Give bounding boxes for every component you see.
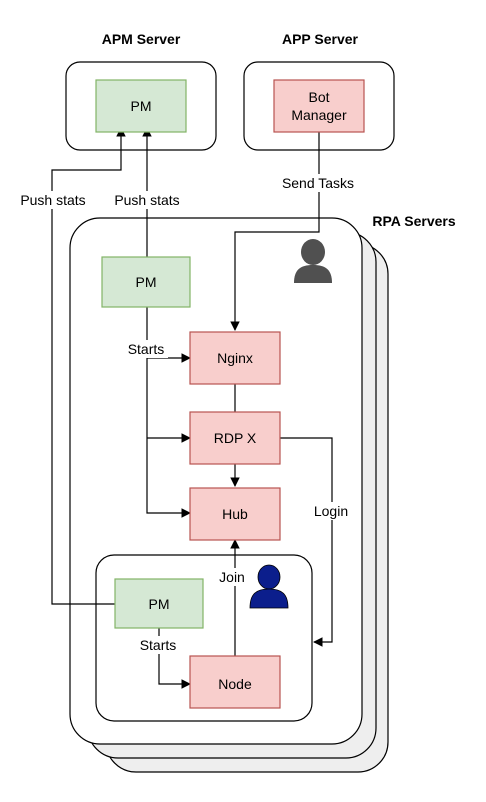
hub-box [189,487,281,541]
send-tasks-bg [276,174,360,192]
edge-starts-hub [146,307,191,518]
pm-rpa-label: PM [136,274,157,290]
pm-node-label: PM [149,596,170,612]
pm-rpa-box [101,256,191,308]
edge-push-stats-left [51,127,126,605]
edge-label-login: Login [314,503,348,519]
push-stats-right-bg [108,191,186,209]
login-bg [308,502,354,520]
join-bg [214,568,250,586]
user-icon-blue [249,564,289,609]
edge-label-push-stats-left: Push stats [20,192,85,208]
pm-apm-label: PM [131,98,152,114]
edge-login [280,437,333,647]
edge-label-push-stats-right: Push stats [114,192,179,208]
apm-server-title: APM Server [102,31,181,47]
node-box [189,655,281,709]
pm-node-box [114,578,204,629]
starts-node-bg [136,636,180,654]
edge-label-send-tasks: Send Tasks [282,175,354,191]
node-label: Node [218,676,252,692]
app-server-title: APP Server [282,31,359,47]
nginx-label: Nginx [217,350,253,366]
starts-rpa-bg [124,340,168,358]
user-icon-gray [294,239,332,283]
edge-label-starts-rpa: Starts [128,341,165,357]
bot-manager-label-line1: Bot [308,89,329,105]
rdp-x-label: RDP X [214,430,257,446]
pm-apm-box [95,79,187,133]
bot-manager-box [273,79,365,133]
edge-label-starts-node: Starts [140,637,177,653]
hub-label: Hub [222,506,248,522]
push-stats-left-bg [14,191,92,209]
rpa-servers-title: RPA Servers [372,213,455,229]
nginx-box [189,331,281,385]
rdp-x-box [189,411,281,465]
edge-label-join: Join [219,569,245,585]
bot-manager-label-line2: Manager [291,107,347,123]
